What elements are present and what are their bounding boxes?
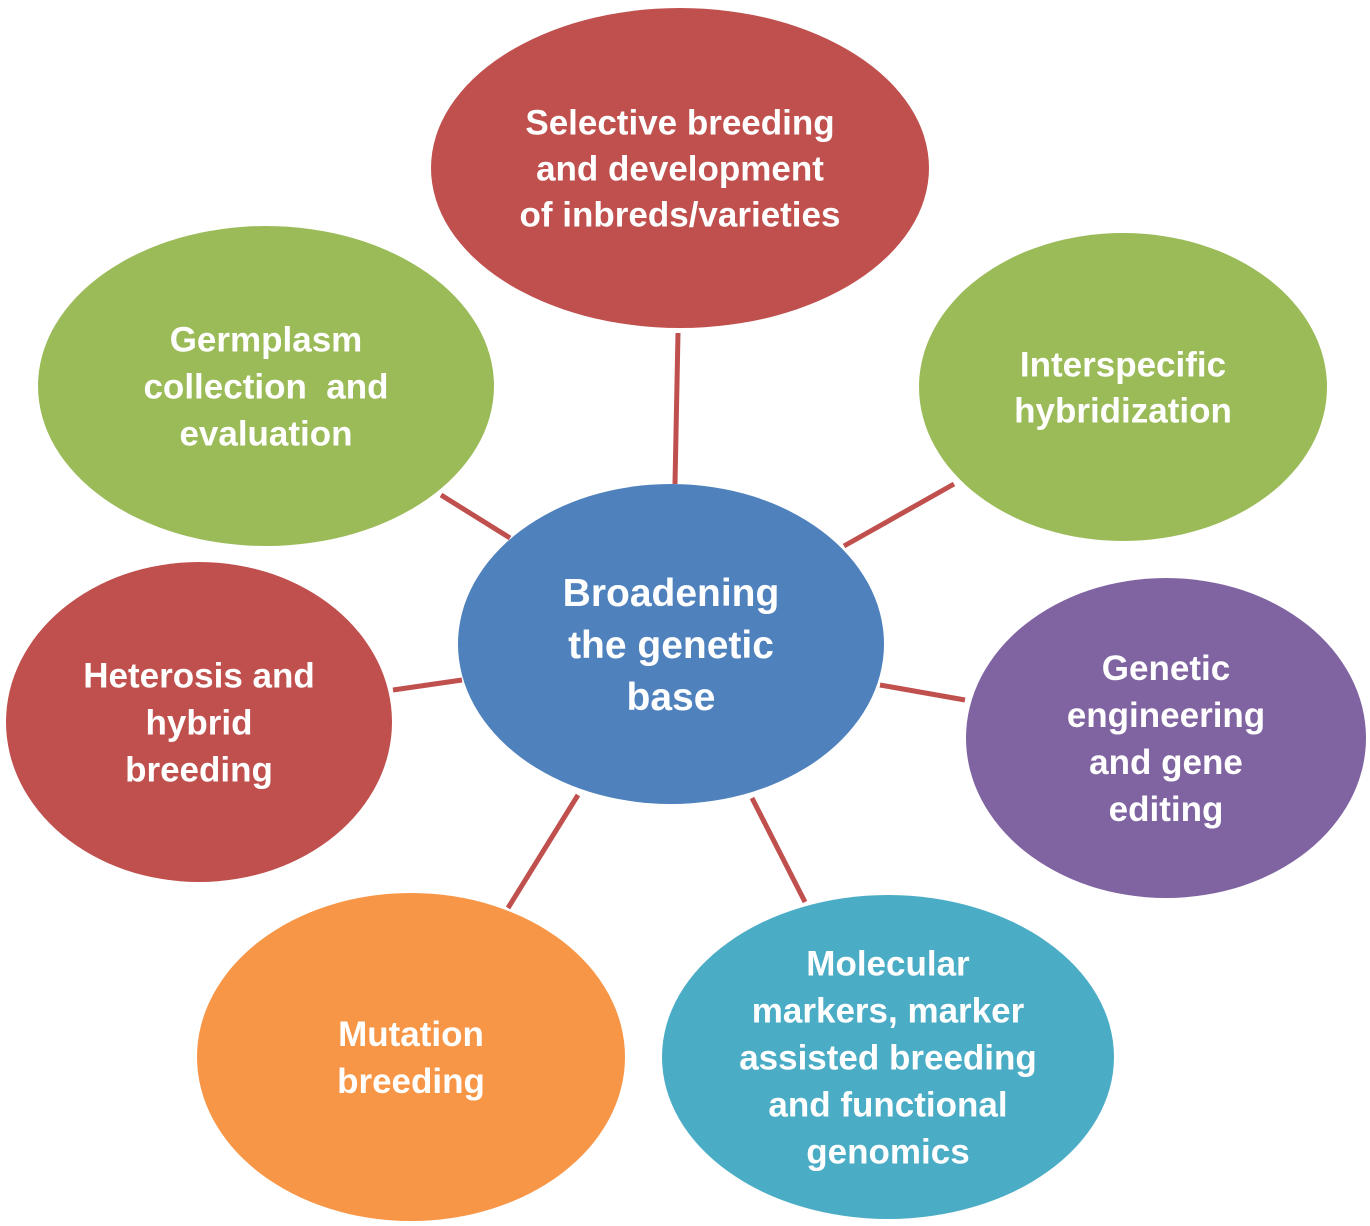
nodes: Selective breeding and development of inbr… xyxy=(6,8,1366,1221)
label-line: hybrid xyxy=(146,704,253,743)
ellipse-center xyxy=(458,484,884,804)
connectors xyxy=(392,332,966,910)
label-center: Broadening the genetic base xyxy=(563,572,780,719)
node-heterosis-hybrid-breeding: Heterosis and hybrid breeding xyxy=(6,562,392,882)
label-molecular-markers: Molecular markers, marker assisted breedin… xyxy=(739,945,1037,1172)
label-line: breeding xyxy=(125,751,273,790)
connector-molecular-markers xyxy=(749,796,808,904)
node-molecular-markers: Molecular markers, marker assisted breedin… xyxy=(662,895,1114,1219)
label-line: breeding xyxy=(337,1062,485,1101)
label-line: Molecular xyxy=(806,945,970,984)
label-line: collection and xyxy=(143,368,388,407)
label-line: genomics xyxy=(806,1133,969,1172)
label-mutation-breeding: Mutation breeding xyxy=(337,1015,485,1101)
label-line: engineering xyxy=(1067,696,1265,735)
ellipse-molecular-markers xyxy=(662,895,1114,1219)
ellipse-mutation-breeding xyxy=(197,893,625,1221)
label-line: Selective breeding xyxy=(525,104,834,143)
label-line: Mutation xyxy=(338,1015,484,1054)
node-germplasm-collection: Germplasm collection and evaluation xyxy=(38,226,494,546)
label-selective-breeding: Selective breeding and development of inbr… xyxy=(520,104,841,235)
label-line: base xyxy=(627,676,716,719)
connector-heterosis-hybrid-breeding xyxy=(392,677,463,693)
label-heterosis-hybrid-breeding: Heterosis and hybrid breeding xyxy=(83,657,314,790)
label-line: Germplasm xyxy=(170,321,363,360)
connector-genetic-engineering xyxy=(879,682,966,703)
node-interspecific-hybridization: Interspecific hybridization xyxy=(919,233,1327,541)
ellipse-interspecific-hybridization xyxy=(919,233,1327,541)
label-line: and gene xyxy=(1089,743,1243,782)
node-mutation-breeding: Mutation breeding xyxy=(197,893,625,1221)
label-line: Heterosis and xyxy=(83,657,314,696)
label-genetic-engineering: Genetic engineering and gene editing xyxy=(1067,649,1265,829)
label-line: editing xyxy=(1109,790,1224,829)
label-line: Genetic xyxy=(1102,649,1230,688)
connector-interspecific-hybridization xyxy=(842,481,956,549)
node-center: Broadening the genetic base xyxy=(458,484,884,804)
label-line: of inbreds/varieties xyxy=(520,196,841,235)
label-line: and development xyxy=(536,150,824,189)
label-line: assisted breeding xyxy=(739,1039,1037,1078)
node-genetic-engineering: Genetic engineering and gene editing xyxy=(966,578,1366,898)
label-line: the genetic xyxy=(568,624,774,667)
label-line: evaluation xyxy=(179,415,352,454)
connector-selective-breeding xyxy=(672,332,681,485)
label-germplasm-collection: Germplasm collection and evaluation xyxy=(143,321,388,454)
node-selective-breeding: Selective breeding and development of inbr… xyxy=(431,8,929,328)
ellipse-genetic-engineering xyxy=(966,578,1366,898)
ellipse-heterosis-hybrid-breeding xyxy=(6,562,392,882)
label-line: hybridization xyxy=(1014,392,1232,431)
connector-mutation-breeding xyxy=(505,793,581,910)
label-interspecific-hybridization: Interspecific hybridization xyxy=(1014,346,1232,431)
connector-germplasm-collection xyxy=(439,492,512,541)
label-line: Interspecific xyxy=(1020,346,1226,385)
label-line: markers, marker xyxy=(752,992,1025,1031)
ellipse-selective-breeding xyxy=(431,8,929,328)
label-line: Broadening xyxy=(563,572,780,615)
label-line: and functional xyxy=(768,1086,1007,1125)
ellipse-germplasm-collection xyxy=(38,226,494,546)
